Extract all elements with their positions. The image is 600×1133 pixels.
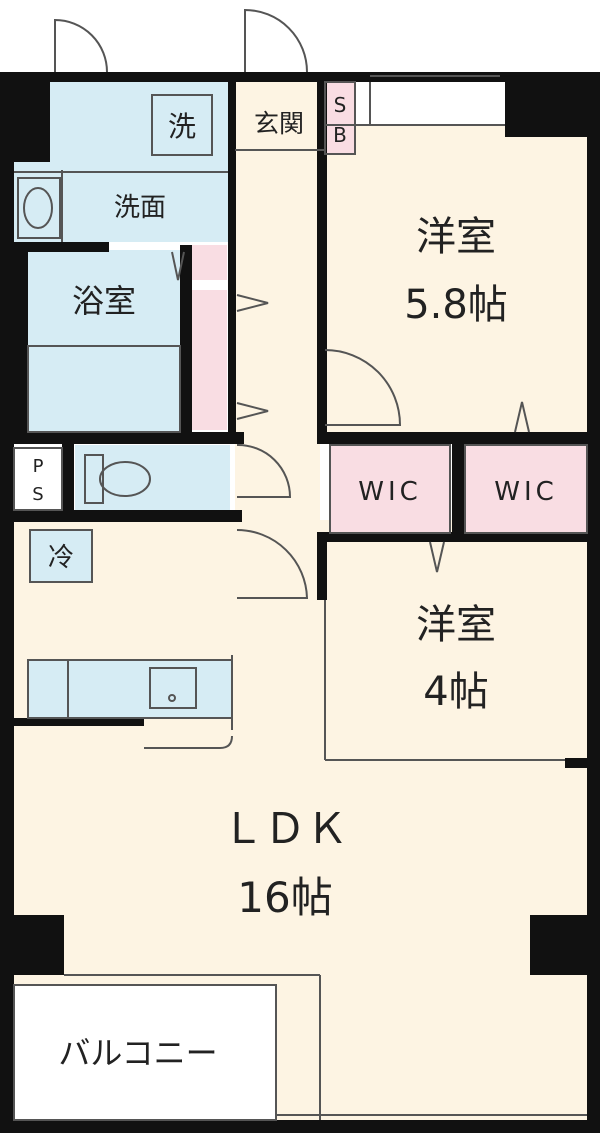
pipe-space-label-1: P [33,456,44,477]
entrance-floor [235,82,325,150]
western-room-1-floor [325,125,587,435]
balcony-floor [14,985,276,1120]
wall-bath-left [14,242,28,437]
hallway-floor [235,150,320,520]
column-mid-right [530,915,587,975]
fridge-space [29,529,93,583]
wic-1-border [329,444,451,534]
washbasin-bowl [23,187,53,229]
kitchen-sink-drain [168,694,176,702]
outer-wall-top [0,72,600,82]
door-ldk [236,529,309,599]
walk-in-closet-1-floor [330,445,450,533]
bathroom-label: 浴室 [72,282,136,320]
fridge-label: 冷 [48,543,74,573]
storage-pink-1 [192,245,227,280]
washroom-label: 洗面 [114,193,166,223]
bathtub-outline [27,345,181,433]
western-room-2-label: 洋室 [416,602,496,648]
door-entrance-2 [244,8,308,73]
column-top-left [14,82,50,162]
western-room-2-floor [325,540,587,760]
entrance-label: 玄関 [254,109,304,138]
wall-wic-row [317,432,587,444]
walk-in-closet-2-floor [465,445,587,533]
balcony-label: バルコニー [58,1034,217,1072]
wall-toilet-bottom [14,510,242,522]
closet-door-2 [236,402,269,420]
western-room-1-size: 5.8帖 [404,282,508,328]
washer-label: 洗 [168,110,196,143]
shoe-box-label-2: B [333,123,347,147]
pipe-space-box [13,447,63,511]
wic-door-top [514,401,530,433]
outer-wall-right [587,72,600,1133]
door-toilet [236,443,292,498]
wic-door-bottom [429,541,445,573]
storage-pink-2 [192,290,227,430]
kitchen-counter-curve [144,735,233,749]
balcony-border [13,984,277,1121]
wic-2-label: WIC [494,477,558,507]
wic-2-border [464,444,588,534]
column-top-right [505,82,587,137]
wall-kitchen-bottom [14,718,144,726]
door-western-1 [324,349,402,426]
ldk-label: ＬＤＫ [222,804,348,853]
wall-toilet-left [62,444,74,514]
pipe-space-label-2: S [32,484,43,505]
toilet-tank [84,454,104,504]
wall-west2-left [317,540,327,600]
shoe-box-border [324,81,356,155]
door-entrance-1 [54,18,108,73]
toilet-bowl [99,461,151,497]
wall-west2-bottom [565,758,587,768]
wall-wic-middle [452,444,464,534]
wall-bath-bottom [14,432,244,444]
bath-door [171,251,185,281]
column-bottom-left [14,915,64,975]
western-room-2-size: 4帖 [423,669,488,715]
closet-door-1 [236,294,269,312]
shoe-box-floor [325,82,355,154]
wall-wic-bottom [317,532,587,542]
outer-wall-left [0,72,14,1133]
wall-entrance-right [317,82,327,437]
wall-wash-right [228,82,236,442]
outer-wall-bottom [0,1120,600,1133]
ldk-size: 16帖 [237,873,332,922]
wall-bath-top [14,242,109,252]
kitchen-sink [149,667,197,709]
shoe-box-label-1: S [334,93,347,117]
washer-space [151,94,213,156]
wic-1-label: WIC [358,477,422,507]
western-room-1-label: 洋室 [416,214,496,260]
kitchen-counter [27,659,233,719]
wall-bath-right [180,245,192,440]
